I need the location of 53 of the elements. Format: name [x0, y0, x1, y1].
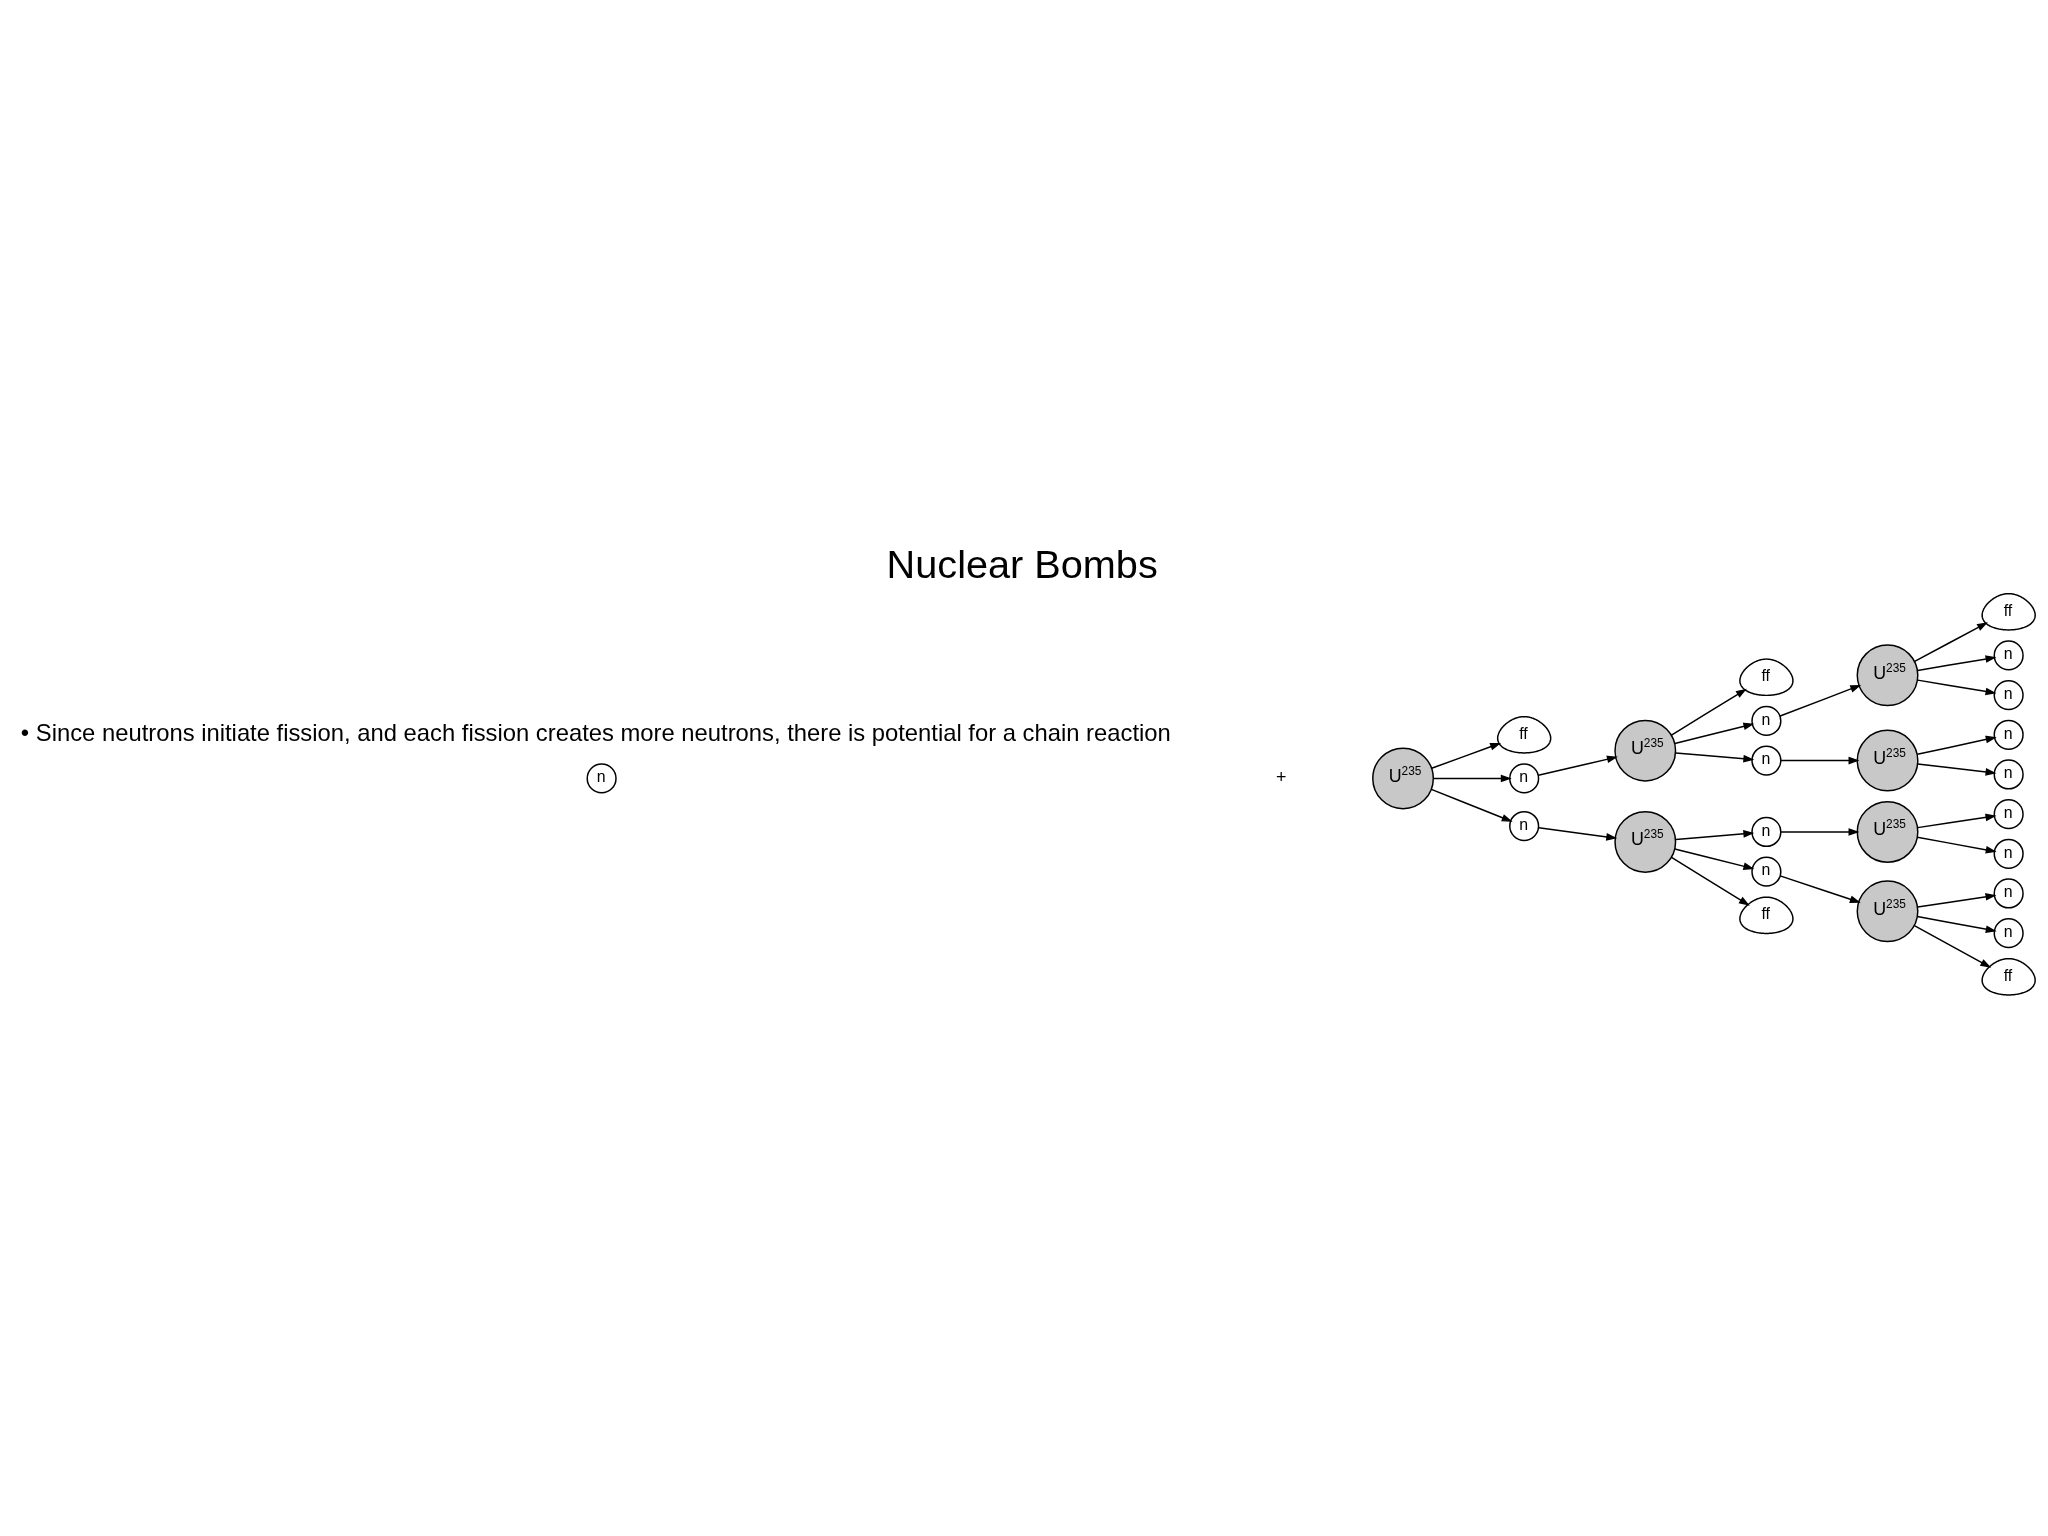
node-circle: n: [1993, 719, 2024, 750]
node-circle: n: [1993, 838, 2024, 869]
arrow: [1432, 774, 1512, 782]
node-circle: n: [586, 762, 617, 794]
node-circle: U$^{235}$: [1614, 810, 1677, 873]
arrow: [1538, 826, 1618, 841]
diagram-title: Nuclear Bombs: [886, 541, 1158, 586]
arrow: [1670, 688, 1747, 736]
arrow: [1780, 756, 1860, 764]
arrow: [1916, 678, 1997, 695]
node-circle: n: [1509, 762, 1540, 794]
node-circle: n: [1993, 758, 2024, 790]
arrow: [1916, 836, 1997, 854]
node-circle: n: [1751, 856, 1782, 887]
node-circle: n: [1993, 877, 2024, 909]
node-circle: n: [1509, 810, 1540, 841]
label: +: [1276, 766, 1287, 787]
arrow: [1674, 847, 1755, 870]
arrow: [1430, 742, 1502, 769]
node-circle: U$^{235}$: [1614, 719, 1677, 782]
arrow: [1780, 827, 1860, 836]
node-circle: U$^{235}$: [1372, 746, 1435, 809]
arrow: [1913, 924, 1992, 968]
arrow: [1674, 722, 1755, 744]
arrow: [1779, 684, 1862, 717]
arrow: [1916, 735, 1997, 755]
node-ellipse: ff: [1739, 657, 1794, 696]
node-circle: U$^{235}$: [1856, 643, 1919, 706]
node-circle: U$^{235}$: [1856, 879, 1919, 942]
node-circle: U$^{235}$: [1856, 800, 1919, 863]
arrow: [1916, 654, 1997, 671]
node-circle: n: [1993, 639, 2024, 671]
arrow: [1537, 755, 1618, 776]
node-circle: n: [1993, 798, 2024, 829]
node-circle: n: [1751, 744, 1782, 776]
arrow: [1916, 915, 1997, 933]
node-circle: n: [1751, 705, 1782, 736]
arrow: [1916, 892, 1997, 908]
label: • Since neutrons initiate fission, and each fission creates more neutrons, there is potential for a chain reaction: [20, 718, 1171, 746]
arrow: [1916, 762, 1997, 776]
node-ellipse: ff: [1496, 715, 1552, 754]
node-ellipse: ff: [1981, 592, 2036, 631]
arrow: [1913, 621, 1988, 662]
arrow: [1675, 751, 1755, 763]
node-circle: U$^{235}$: [1856, 729, 1919, 792]
arrow: [1779, 874, 1861, 903]
arrow: [1430, 788, 1513, 822]
arrow: [1670, 856, 1750, 906]
node-circle: n: [1751, 816, 1782, 847]
node-circle: n: [1993, 679, 2024, 710]
arrow: [1916, 813, 1997, 828]
arrow: [1675, 829, 1755, 840]
node-circle: n: [1993, 917, 2024, 948]
